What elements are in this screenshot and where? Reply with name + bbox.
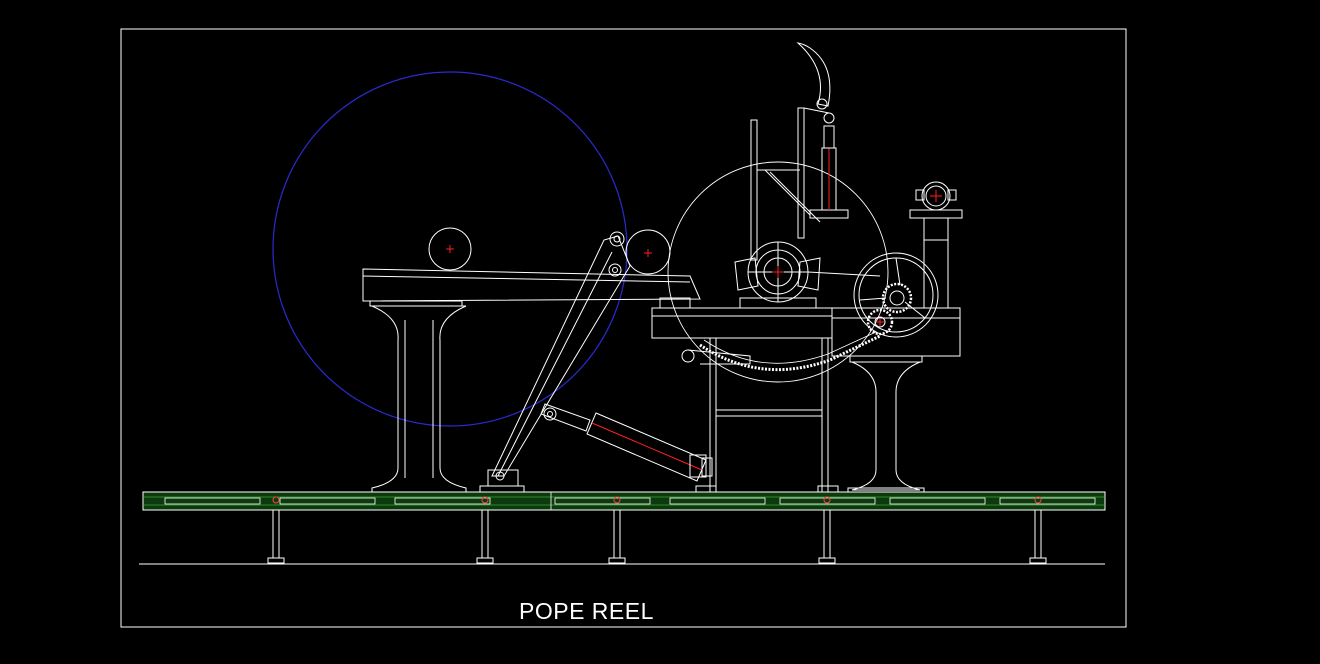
parent-reel-circle xyxy=(272,71,628,427)
spool-left xyxy=(428,227,472,271)
foundation-legs xyxy=(267,496,1047,564)
center-frame xyxy=(651,297,961,493)
drawing-title: POPE REEL xyxy=(519,598,654,624)
hydraulic-cylinder xyxy=(540,403,713,482)
upper-arm-tower xyxy=(750,42,849,261)
primary-arm xyxy=(479,231,631,493)
drawing-border xyxy=(120,28,1127,628)
drive-gear xyxy=(866,282,913,336)
gear-segment-inner xyxy=(703,331,877,364)
left-pedestal xyxy=(362,268,701,493)
reel-drum-circle xyxy=(667,161,889,383)
right-pedestal xyxy=(847,355,925,493)
foundation-beam xyxy=(142,491,1106,511)
spool-right xyxy=(625,229,671,275)
motor-tower xyxy=(909,181,963,309)
gear-segment xyxy=(699,334,881,372)
drive-wheel xyxy=(853,252,939,338)
